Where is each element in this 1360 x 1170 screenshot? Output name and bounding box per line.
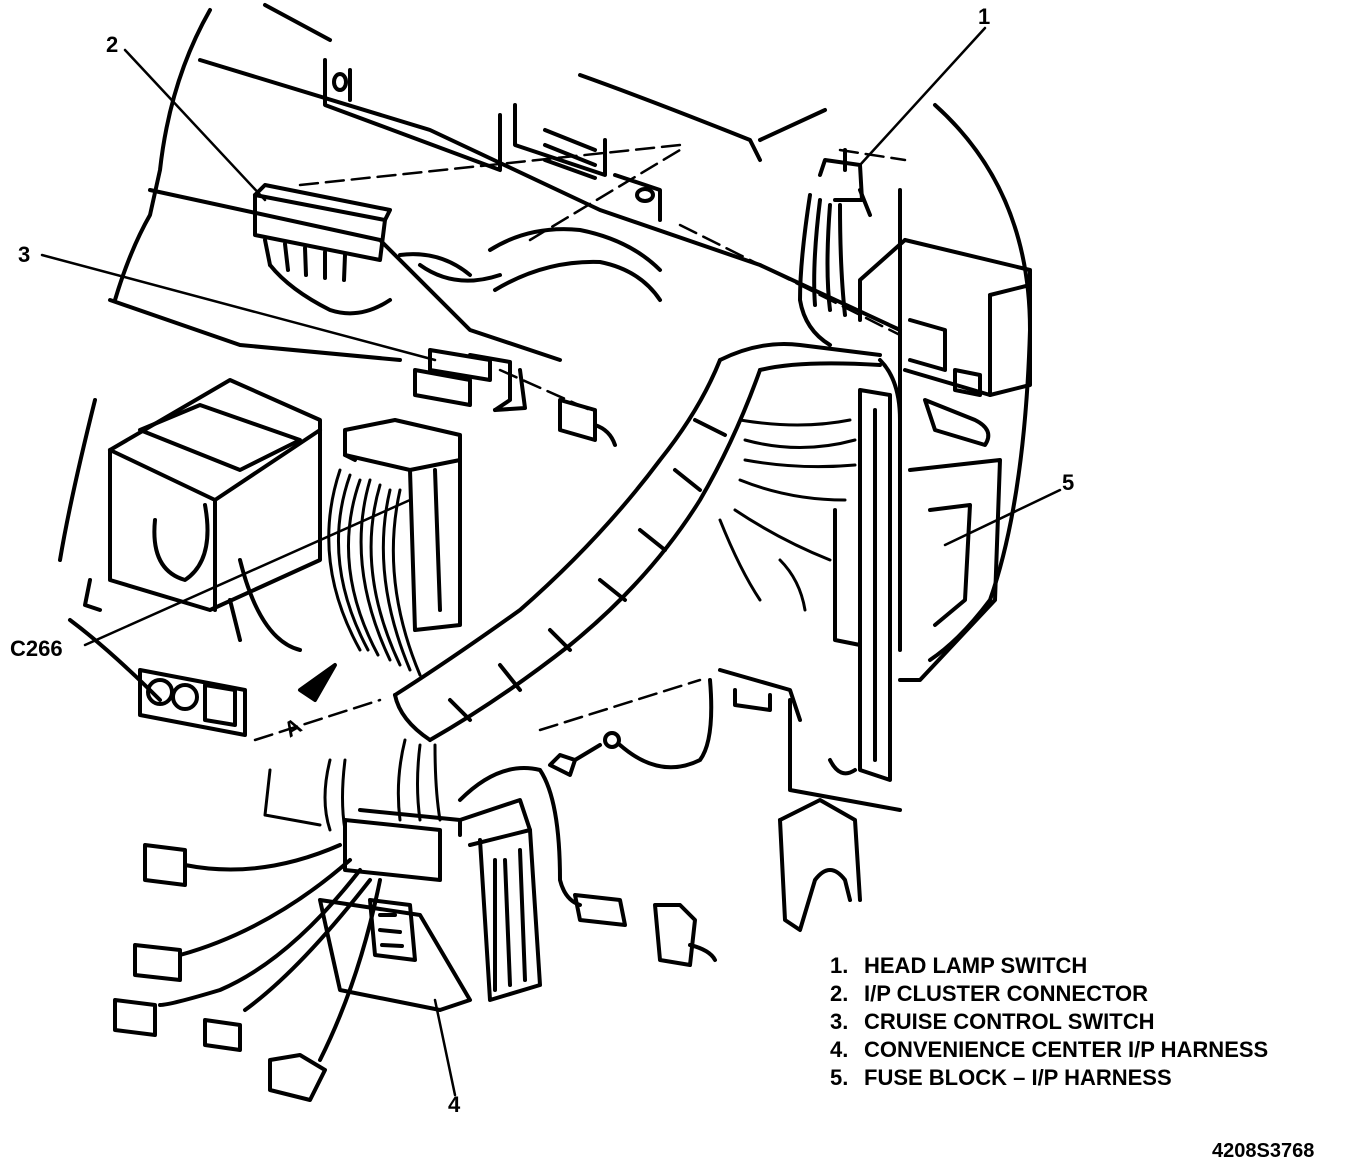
c266-connector <box>343 418 462 632</box>
callout-5: 5 <box>1062 470 1074 495</box>
callout-c266: C266 <box>10 636 63 661</box>
convenience-feed-wires <box>263 738 442 832</box>
main-harness-trunk <box>393 342 882 742</box>
left-switch-cluster <box>138 668 247 737</box>
dash-panel <box>58 3 1032 702</box>
heater-bracket <box>83 378 322 652</box>
legend-item-5: 5.FUSE BLOCK – I/P HARNESS <box>830 1065 1172 1090</box>
ground-bolt <box>548 678 714 777</box>
legend-item-2: 2.I/P CLUSTER CONNECTOR <box>830 981 1148 1006</box>
callout-2: 2 <box>106 32 118 57</box>
legend-list: 1.HEAD LAMP SWITCH 2.I/P CLUSTER CONNECT… <box>830 952 1330 1092</box>
legend-item-3: 3.CRUISE CONTROL SWITCH <box>830 1009 1155 1034</box>
relay-box <box>858 238 1032 447</box>
fuse-block-wires <box>718 418 857 612</box>
callout-4: 4 <box>448 1092 461 1117</box>
convenience-center <box>318 798 542 1012</box>
ip-cluster-connector <box>253 183 662 316</box>
callout-3: 3 <box>18 242 30 267</box>
legend-item-4: 4.CONVENIENCE CENTER I/P HARNESS <box>830 1037 1269 1062</box>
figure-id: 4208S3768 <box>1212 1140 1315 1162</box>
view-a-label: A <box>280 713 306 743</box>
callout-1: 1 <box>978 4 990 29</box>
convenience-leads <box>113 766 717 1102</box>
cruise-control-switch <box>413 348 617 447</box>
right-bracket <box>718 668 902 932</box>
fuse-block <box>833 358 1002 782</box>
view-a-arrow <box>298 663 337 702</box>
legend-item-1: 1.HEAD LAMP SWITCH <box>830 953 1088 978</box>
callout-leaders <box>40 26 1062 1097</box>
cluster-bracket <box>323 58 662 222</box>
